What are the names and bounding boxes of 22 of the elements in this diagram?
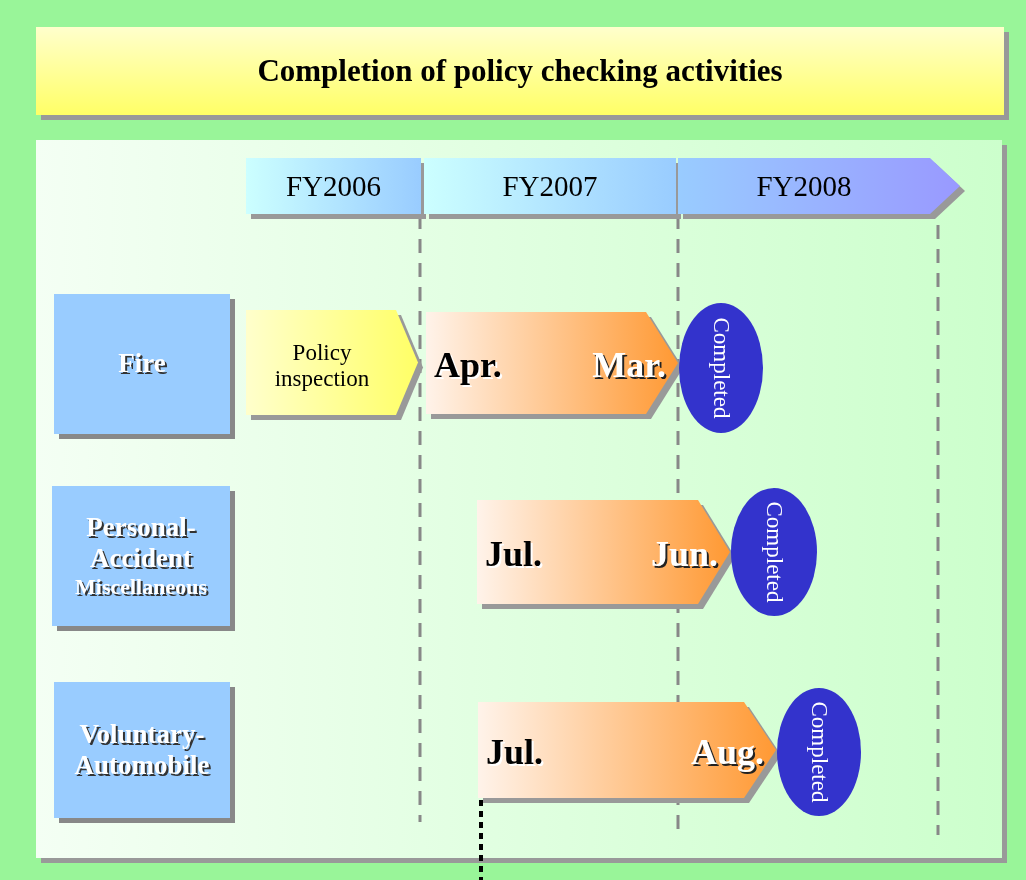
year-bar [424,158,682,220]
year-label: FY2006 [284,169,383,204]
month-label: Apr. [434,345,502,387]
status-label: Completed [709,317,733,419]
phase-label: Policy inspection [273,339,371,392]
status-label: Completed [762,501,786,603]
category-label: Fire [117,348,167,380]
year-label: FY2008 [755,169,853,204]
category-label: Voluntary- Automobile [73,718,211,782]
month-label: Jun. [650,534,718,576]
status-label: Completed [807,701,831,803]
year-label: FY2007 [501,169,599,204]
year-arrow [678,158,966,220]
month-label: Jul. [485,534,543,576]
category-label: Personal- Accident [85,512,197,575]
month-label: Jul. [486,732,544,774]
phase-bar [246,310,424,421]
category-label: Miscellaneous [74,574,208,600]
year-bar [246,158,427,220]
month-label: Mar. [592,345,666,387]
title-text: Completion of policy checking activities [256,52,784,90]
month-label: Aug. [690,732,764,774]
